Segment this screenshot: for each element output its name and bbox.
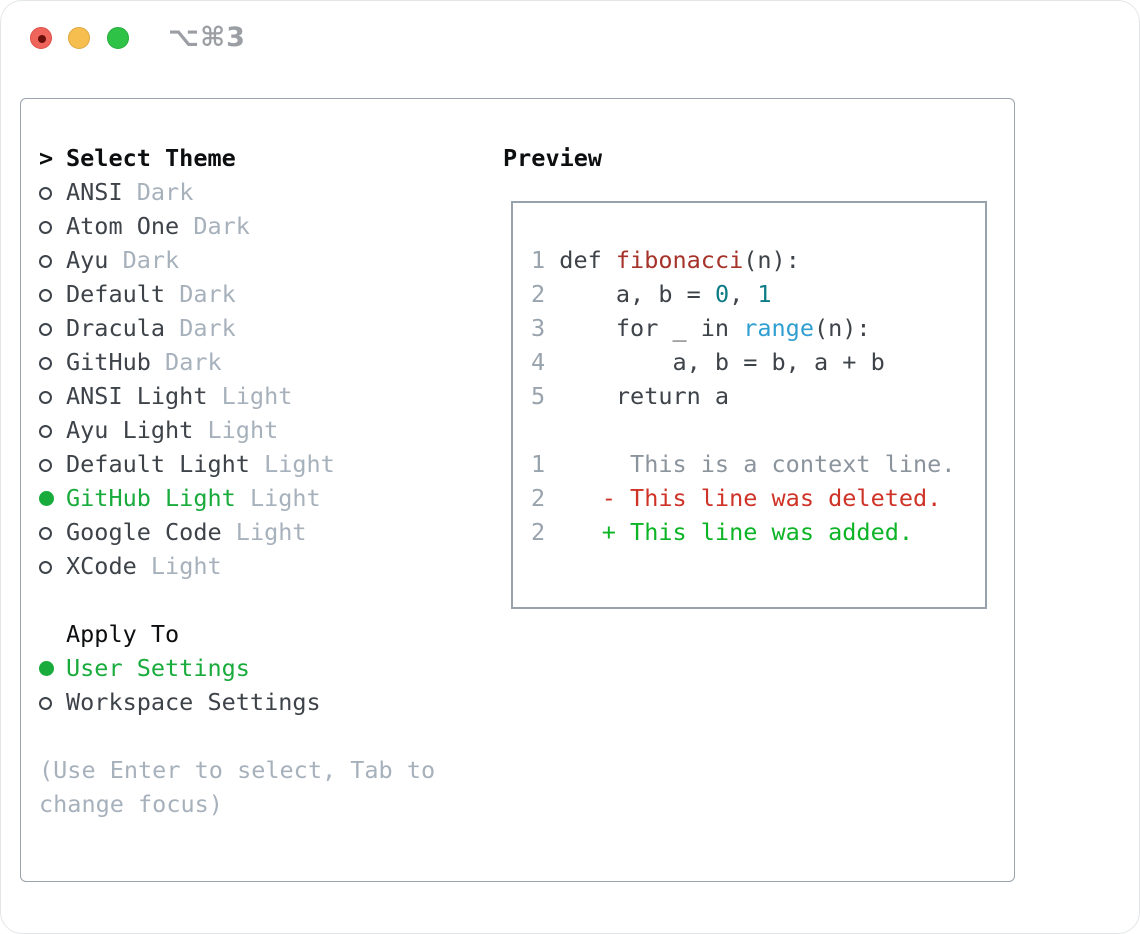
theme-tag: Light xyxy=(264,450,335,478)
theme-tag: Dark xyxy=(136,178,194,206)
theme-tag: Light xyxy=(150,552,222,580)
theme-name: Atom One xyxy=(66,212,180,240)
theme-tag: Light xyxy=(207,416,279,444)
number-token: 0 xyxy=(714,280,730,308)
diff-added-line: 2 + This line was added. xyxy=(531,518,914,546)
theme-name: GitHub Light xyxy=(66,484,236,512)
theme-list: > Select Theme ANSI Dark Atom One Dark Ay… xyxy=(39,141,435,821)
theme-option-github-light[interactable]: GitHub Light Light xyxy=(39,481,435,515)
builtin-token: range xyxy=(743,314,814,342)
radio-icon xyxy=(39,391,52,404)
radio-icon xyxy=(39,527,52,540)
radio-icon xyxy=(39,357,52,370)
radio-icon xyxy=(39,459,52,472)
minimize-button[interactable] xyxy=(68,27,90,49)
theme-tag: Dark xyxy=(179,314,236,342)
radio-icon xyxy=(39,289,52,302)
theme-name: GitHub xyxy=(66,348,151,376)
apply-option-label: User Settings xyxy=(66,654,250,682)
theme-option-default-light[interactable]: Default Light Light xyxy=(39,447,435,481)
theme-tag: Light xyxy=(235,518,307,546)
theme-tag: Dark xyxy=(122,246,180,274)
apply-option-workspace-settings[interactable]: Workspace Settings xyxy=(39,685,435,719)
keyboard-hint-line2: change focus) xyxy=(39,790,223,818)
preview-pane: 1 def fibonacci(n): 2 a, b = 0, 1 3 for … xyxy=(511,201,987,609)
code-sample: 1 def fibonacci(n): 2 a, b = 0, 1 3 for … xyxy=(531,243,955,549)
theme-name: ANSI xyxy=(66,178,123,206)
theme-tag: Dark xyxy=(193,212,250,240)
theme-name: ANSI Light xyxy=(66,382,208,410)
theme-name: Ayu Light xyxy=(66,416,194,444)
code-line: 5 return a xyxy=(531,382,730,410)
theme-option-atom-one-dark[interactable]: Atom One Dark xyxy=(39,209,435,243)
apply-option-user-settings[interactable]: User Settings xyxy=(39,651,435,685)
code-line: 4 a, b = b, a + b xyxy=(531,348,885,376)
close-button[interactable] xyxy=(30,27,52,49)
theme-option-ayu-dark[interactable]: Ayu Dark xyxy=(39,243,435,277)
apply-option-label: Workspace Settings xyxy=(66,688,321,716)
theme-option-dracula-dark[interactable]: Dracula Dark xyxy=(39,311,435,345)
radio-icon xyxy=(39,255,52,268)
theme-option-default-dark[interactable]: Default Dark xyxy=(39,277,435,311)
radio-selected-icon xyxy=(39,661,54,676)
radio-icon xyxy=(39,221,52,234)
function-name-token: fibonacci xyxy=(615,246,744,274)
theme-name: Google Code xyxy=(66,518,222,546)
theme-name: Default Light xyxy=(66,450,250,478)
code-line: 1 def fibonacci(n): xyxy=(531,246,800,274)
theme-option-ansi-dark[interactable]: ANSI Dark xyxy=(39,175,435,209)
radio-selected-icon xyxy=(39,491,54,506)
radio-icon xyxy=(39,561,52,574)
theme-name: XCode xyxy=(66,552,137,580)
window-title: ⌥⌘3 xyxy=(168,22,246,53)
prompt-icon: > xyxy=(39,144,54,172)
theme-name: Default xyxy=(66,280,166,308)
radio-icon xyxy=(39,425,52,438)
keyboard-hint-line1: (Use Enter to select, Tab to xyxy=(39,756,436,784)
apply-to-title: Apply To xyxy=(66,620,180,648)
diff-deleted-line: 2 - This line was deleted. xyxy=(531,484,942,512)
radio-icon xyxy=(39,187,52,200)
radio-icon xyxy=(39,697,52,710)
theme-tag: Dark xyxy=(165,348,222,376)
zoom-button[interactable] xyxy=(107,27,129,49)
apply-to-header: Apply To xyxy=(39,617,435,651)
code-line: 3 for _ in range(n): xyxy=(531,314,871,342)
theme-option-xcode[interactable]: XCode Light xyxy=(39,549,435,583)
theme-option-google-code[interactable]: Google Code Light xyxy=(39,515,435,549)
select-theme-title: Select Theme xyxy=(66,144,236,172)
select-theme-header: > Select Theme xyxy=(39,141,435,175)
theme-tag: Dark xyxy=(179,280,236,308)
theme-tag: Light xyxy=(221,382,293,410)
theme-tag: Light xyxy=(249,484,321,512)
number-token: 1 xyxy=(757,280,772,308)
theme-name: Dracula xyxy=(66,314,166,342)
preview-title: Preview xyxy=(503,144,603,172)
theme-option-ansi-light[interactable]: ANSI Light Light xyxy=(39,379,435,413)
theme-option-github-dark[interactable]: GitHub Dark xyxy=(39,345,435,379)
code-line: 2 a, b = 0, 1 xyxy=(531,280,772,308)
theme-name: Ayu xyxy=(66,246,109,274)
theme-option-ayu-light[interactable]: Ayu Light Light xyxy=(39,413,435,447)
radio-icon xyxy=(39,323,52,336)
diff-context-line: 1 This is a context line. xyxy=(531,450,956,478)
